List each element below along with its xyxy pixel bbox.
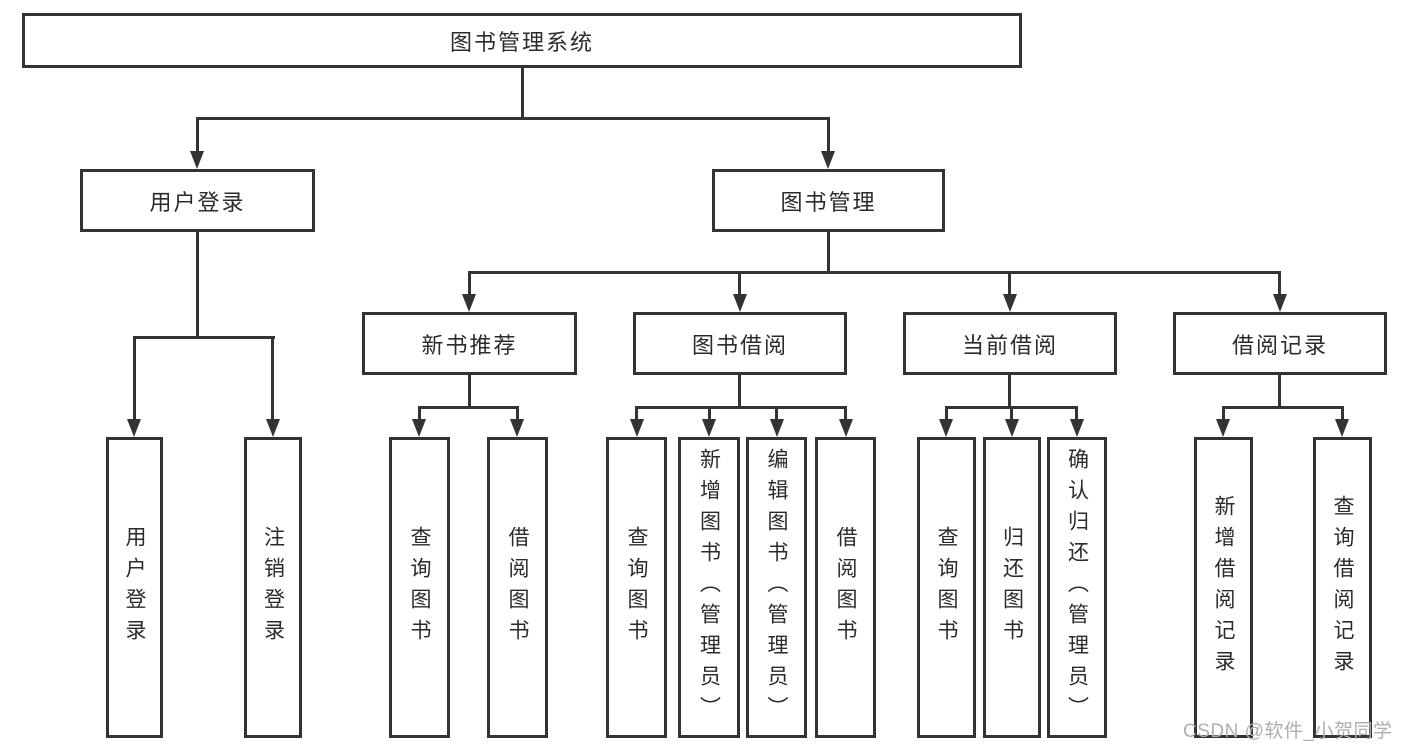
connector-line bbox=[1222, 406, 1343, 409]
connector-line bbox=[196, 117, 830, 120]
connector-line bbox=[1008, 375, 1011, 409]
leaf-return-books: 归还图书 bbox=[983, 437, 1041, 738]
arrow-down-icon bbox=[510, 419, 524, 437]
leaf-add-borrow-record-label: 新增借阅记录 bbox=[1212, 494, 1235, 681]
arrow-down-icon bbox=[266, 419, 280, 437]
connector-line bbox=[468, 375, 471, 409]
connector-line bbox=[827, 232, 830, 274]
connector-line bbox=[844, 406, 847, 422]
arrow-down-icon bbox=[702, 419, 716, 437]
connector-line bbox=[1008, 271, 1011, 297]
arrow-down-icon bbox=[190, 151, 204, 169]
leaf-query-books-current-label: 查询图书 bbox=[935, 525, 958, 650]
connector-line bbox=[1222, 406, 1225, 422]
leaf-borrow-books-recommend-label: 借阅图书 bbox=[506, 525, 529, 650]
connector-line bbox=[708, 406, 711, 422]
connector-line bbox=[418, 406, 519, 409]
connector-line bbox=[738, 271, 741, 297]
arrow-down-icon bbox=[1005, 419, 1019, 437]
leaf-confirm-return-admin: 确认归还（管理员） bbox=[1047, 437, 1107, 738]
node-current-borrowing: 当前借阅 bbox=[903, 312, 1117, 375]
leaf-confirm-return-admin-label: 确认归还（管理员） bbox=[1065, 448, 1089, 727]
connector-line bbox=[468, 271, 1281, 274]
leaf-add-books-admin: 新增图书（管理员） bbox=[678, 437, 740, 738]
arrow-down-icon bbox=[839, 419, 853, 437]
connector-line bbox=[516, 406, 519, 422]
node-borrowing-records-label: 借阅记录 bbox=[1231, 332, 1328, 358]
connector-line bbox=[827, 117, 830, 153]
connector-line bbox=[468, 271, 471, 297]
node-current-borrowing-label: 当前借阅 bbox=[961, 332, 1058, 358]
connector-line bbox=[1010, 406, 1013, 422]
arrow-down-icon bbox=[1216, 419, 1230, 437]
leaf-logout: 注销登录 bbox=[244, 437, 302, 738]
connector-line bbox=[945, 406, 948, 422]
arrow-down-icon bbox=[770, 419, 784, 437]
connector-line bbox=[133, 336, 275, 339]
leaf-query-books-recommend: 查询图书 bbox=[389, 437, 450, 738]
arrow-down-icon bbox=[1273, 294, 1287, 312]
leaf-user-login-label: 用户登录 bbox=[123, 525, 146, 650]
leaf-borrow-books-borrow: 借阅图书 bbox=[815, 437, 876, 738]
connector-line bbox=[196, 117, 199, 153]
arrow-down-icon bbox=[821, 151, 835, 169]
node-book-management-label: 图书管理 bbox=[780, 189, 877, 215]
connector-line bbox=[1341, 406, 1344, 422]
connector-line bbox=[196, 232, 199, 339]
connector-line bbox=[635, 406, 845, 409]
node-new-book-recommendation: 新书推荐 bbox=[362, 312, 577, 375]
leaf-query-borrow-record: 查询借阅记录 bbox=[1313, 437, 1372, 738]
leaf-logout-label: 注销登录 bbox=[261, 525, 285, 650]
node-root: 图书管理系统 bbox=[22, 13, 1022, 68]
connector-line bbox=[521, 68, 524, 118]
connector-line bbox=[635, 406, 638, 422]
leaf-edit-books-admin: 编辑图书（管理员） bbox=[746, 437, 807, 738]
arrow-down-icon bbox=[1003, 294, 1017, 312]
leaf-borrow-books-borrow-label: 借阅图书 bbox=[834, 525, 857, 650]
connector-line bbox=[738, 375, 741, 409]
csdn-watermark: CSDN @软件_小贺同学 bbox=[1183, 721, 1393, 742]
arrow-down-icon bbox=[630, 419, 644, 437]
arrow-down-icon bbox=[127, 419, 141, 437]
node-book-management: 图书管理 bbox=[712, 169, 945, 232]
leaf-edit-books-admin-label: 编辑图书（管理员） bbox=[765, 448, 788, 727]
connector-line bbox=[1278, 271, 1281, 297]
arrow-down-icon bbox=[1335, 419, 1349, 437]
arrow-down-icon bbox=[1070, 419, 1084, 437]
leaf-query-borrow-record-label: 查询借阅记录 bbox=[1331, 494, 1354, 681]
connector-line bbox=[775, 406, 778, 422]
leaf-query-books-recommend-label: 查询图书 bbox=[408, 525, 431, 650]
leaf-query-books-borrow: 查询图书 bbox=[606, 437, 667, 738]
leaf-borrow-books-recommend: 借阅图书 bbox=[487, 437, 548, 738]
node-book-borrowing-label: 图书借阅 bbox=[691, 332, 788, 358]
node-book-borrowing: 图书借阅 bbox=[633, 312, 847, 375]
node-root-label: 图书管理系统 bbox=[449, 29, 594, 55]
leaf-add-books-admin-label: 新增图书（管理员） bbox=[697, 448, 721, 727]
node-borrowing-records: 借阅记录 bbox=[1173, 312, 1387, 375]
connector-line bbox=[418, 406, 421, 422]
leaf-query-books-current: 查询图书 bbox=[917, 437, 976, 738]
connector-line bbox=[133, 336, 136, 421]
connector-line bbox=[1278, 375, 1281, 409]
connector-line bbox=[271, 336, 274, 421]
node-new-book-recommendation-label: 新书推荐 bbox=[421, 332, 518, 358]
leaf-user-login: 用户登录 bbox=[106, 437, 163, 738]
leaf-query-books-borrow-label: 查询图书 bbox=[625, 525, 648, 650]
arrow-down-icon bbox=[733, 294, 747, 312]
connector-line bbox=[1075, 406, 1078, 422]
node-user-login-label: 用户登录 bbox=[149, 189, 246, 215]
arrow-down-icon bbox=[939, 419, 953, 437]
arrow-down-icon bbox=[462, 294, 476, 312]
node-user-login: 用户登录 bbox=[80, 169, 315, 232]
leaf-add-borrow-record: 新增借阅记录 bbox=[1194, 437, 1253, 738]
arrow-down-icon bbox=[412, 419, 426, 437]
leaf-return-books-label: 归还图书 bbox=[1000, 525, 1024, 650]
